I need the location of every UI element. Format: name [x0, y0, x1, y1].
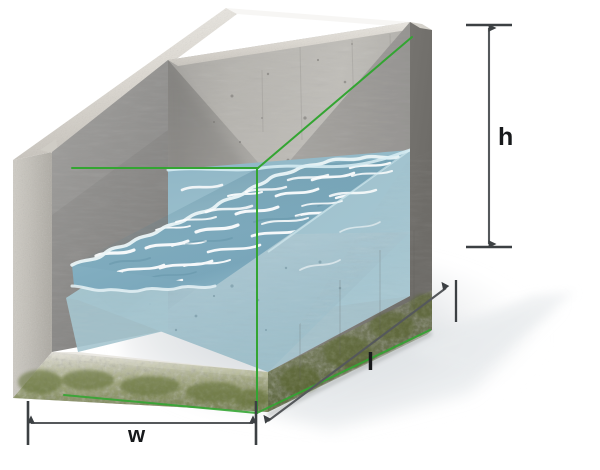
water-line-back-wall [166, 148, 412, 225]
dimension-width [26, 401, 258, 445]
l-arrow-line [263, 281, 450, 424]
dimension-label-width: w [128, 422, 146, 447]
dimension-height [466, 23, 512, 249]
dimension-length [263, 280, 458, 424]
front-bottom-rail [13, 352, 270, 412]
dimension-label-height: h [498, 123, 514, 151]
diagonal-top-edge-guide [257, 36, 413, 169]
bottom-front-edge-guide [63, 394, 258, 414]
dimension-label-length: l [367, 348, 374, 376]
